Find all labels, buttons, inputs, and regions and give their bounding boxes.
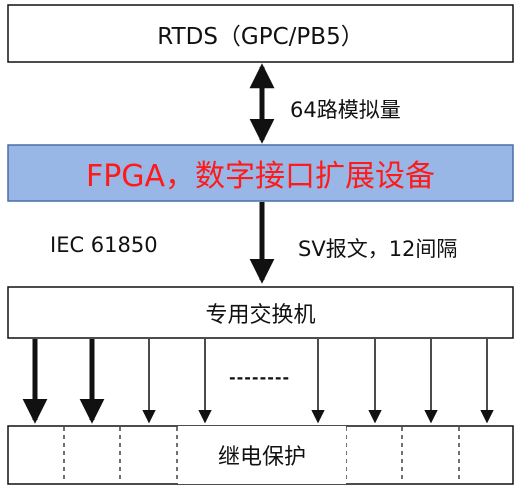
relay-title: 继电保护 [178, 426, 346, 484]
rtds-title: RTDS（GPC/PB5） [157, 23, 364, 50]
ellipsis-label: -------- [229, 368, 291, 387]
sv-label: SV报文，12间隔 [298, 237, 458, 261]
switch-title: 专用交换机 [205, 302, 316, 328]
fpga-title: FPGA，数字接口扩展设备 [85, 159, 436, 194]
rtds-box [7, 4, 514, 63]
fpga-box [7, 144, 514, 202]
switch-box [7, 286, 514, 339]
protocol-label: IEC 61850 [50, 233, 158, 257]
analog-label: 64路模拟量 [290, 98, 401, 122]
